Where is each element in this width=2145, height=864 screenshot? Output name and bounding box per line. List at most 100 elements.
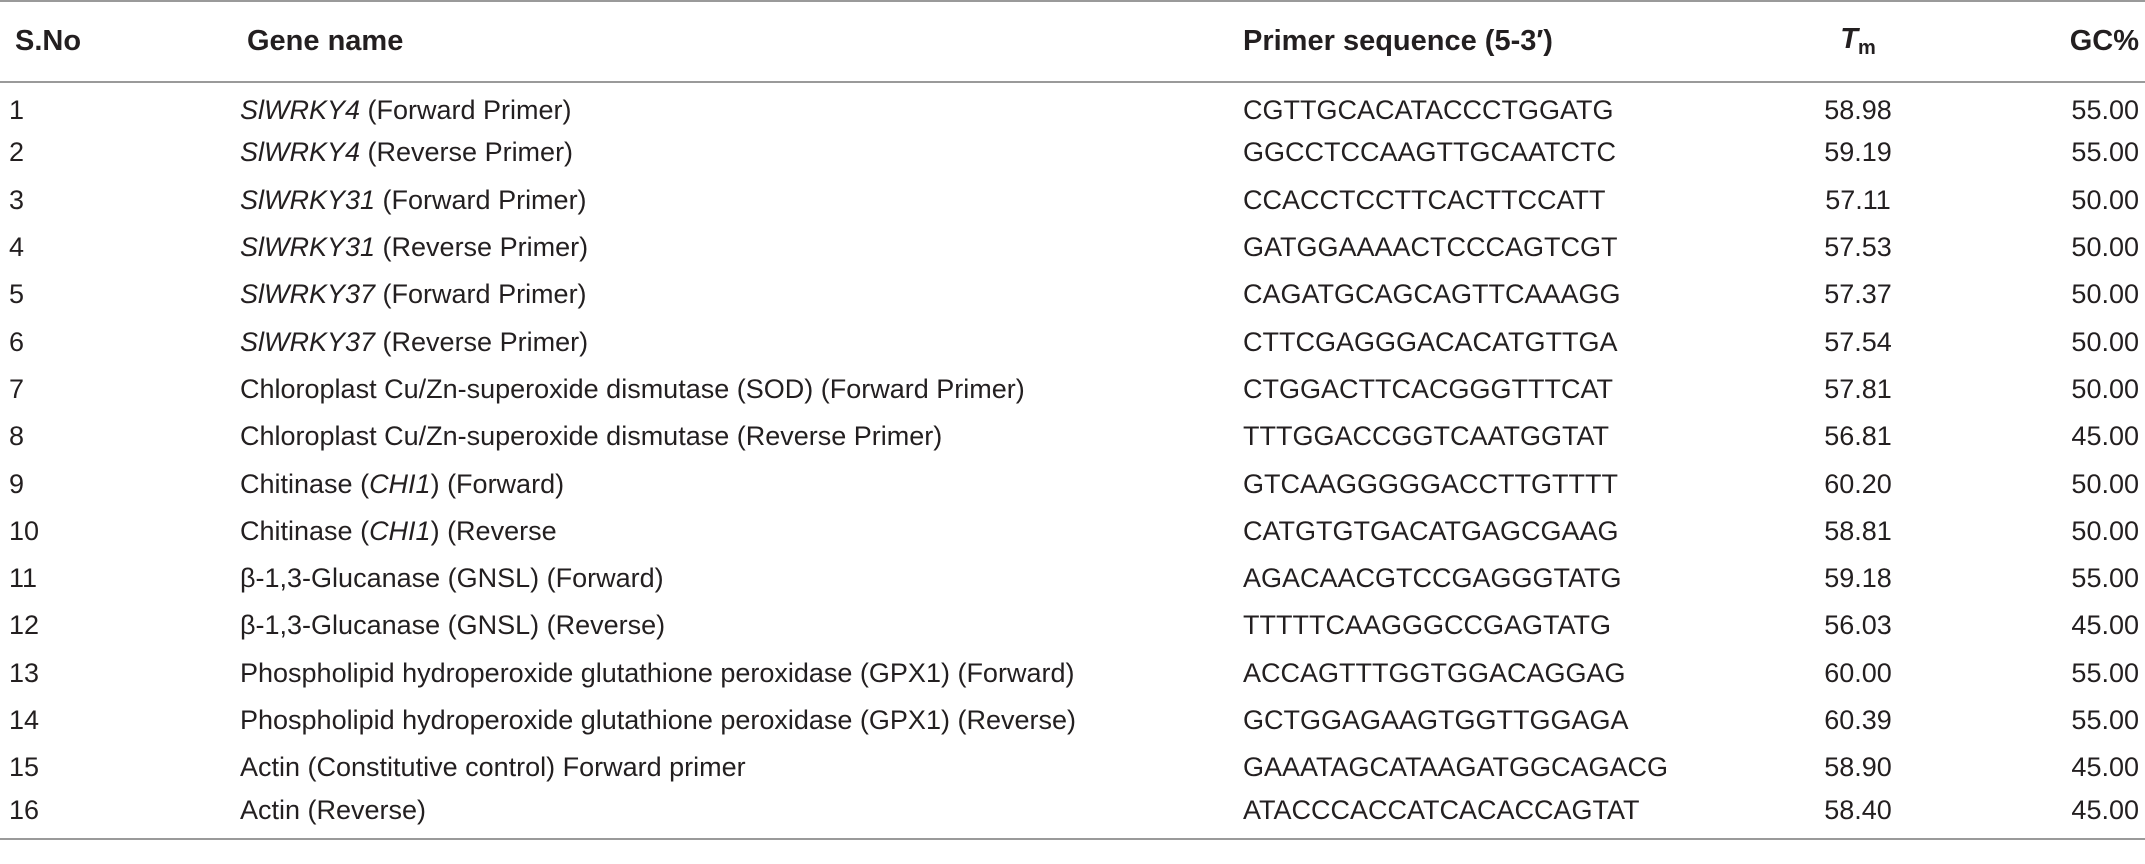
- cell-primer-sequence: GATGGAAAACTCCCAGTCGT: [1243, 232, 1618, 263]
- cell-gene-name: Chloroplast Cu/Zn-superoxide dismutase (…: [240, 413, 1243, 460]
- cell-primer-sequence: GGCCTCCAAGTTGCAATCTC: [1243, 137, 1616, 168]
- cell-gene-name: Chitinase (CHI1) (Forward): [240, 460, 1243, 507]
- gene-name-prefix: Actin (Reverse): [240, 795, 427, 826]
- cell-sno: 8: [9, 421, 25, 452]
- cell-sno: 9: [9, 468, 25, 499]
- cell-gene-name: β-1,3-Glucanase (GNSL) (Reverse): [240, 602, 1243, 649]
- cell-tm: 58.90: [1824, 752, 1892, 783]
- cell-gene-name: SlWRKY37 (Reverse Primer): [240, 318, 1243, 365]
- cell-sno: 2: [9, 137, 25, 168]
- cell-gene-name: SlWRKY37 (Forward Primer): [240, 271, 1243, 318]
- cell-gc: 45.00: [2071, 610, 2139, 641]
- cell-sno: 3: [9, 184, 25, 215]
- cell-sno: 10: [9, 515, 40, 546]
- cell-gene-name: Phospholipid hydroperoxide glutathione p…: [240, 650, 1243, 697]
- cell-gene-name: SlWRKY31 (Reverse Primer): [240, 224, 1243, 271]
- cell-tm: 57.53: [1824, 232, 1892, 263]
- header-sno: S.No: [0, 0, 240, 83]
- cell-gene-name: Actin (Reverse): [240, 791, 1243, 838]
- cell-sno: 11: [9, 563, 38, 594]
- cell-gc: 55.00: [2071, 94, 2139, 125]
- cell-sno: 6: [9, 326, 25, 357]
- cell-primer-sequence: GAAATAGCATAAGATGGCAGACG: [1243, 752, 1669, 783]
- header-gc: GC%: [1968, 0, 2145, 83]
- primer-table: S.No Gene name Primer sequence (5-3′) Tm…: [0, 0, 2145, 839]
- cell-gc: 55.00: [2071, 563, 2139, 594]
- cell-tm: 60.20: [1824, 468, 1892, 499]
- gene-name-suffix: (Reverse Primer): [360, 137, 574, 168]
- cell-tm: 58.40: [1824, 795, 1892, 826]
- cell-gene-name: SlWRKY4 (Forward Primer): [240, 82, 1243, 129]
- gene-name-prefix: Phospholipid hydroperoxide glutathione p…: [240, 657, 1075, 688]
- cell-tm: 57.11: [1825, 184, 1891, 215]
- cell-primer-sequence: GTCAAGGGGGACCTTGTTTT: [1243, 468, 1618, 499]
- cell-gc: 50.00: [2071, 373, 2139, 404]
- cell-gc: 50.00: [2071, 326, 2139, 357]
- cell-gene-name: Actin (Constitutive control) Forward pri…: [240, 744, 1243, 791]
- table-header: S.No Gene name Primer sequence (5-3′) Tm…: [0, 0, 2145, 83]
- gene-name-prefix: Actin (Constitutive control) Forward pri…: [240, 752, 746, 783]
- cell-primer-sequence: CTGGACTTCACGGGTTTCAT: [1243, 373, 1613, 404]
- cell-primer-sequence: CATGTGTGACATGAGCGAAG: [1243, 515, 1619, 546]
- cell-primer-sequence: TTTGGACCGGTCAATGGTAT: [1243, 421, 1609, 452]
- gene-name-suffix: (Reverse Primer): [375, 326, 589, 357]
- gene-name-suffix: ) (Forward): [430, 468, 565, 499]
- gene-name-italic: SlWRKY4: [240, 94, 361, 125]
- gene-name-suffix: (Forward Primer): [360, 94, 572, 125]
- header-primer-sequence: Primer sequence (5-3′): [1243, 0, 1748, 83]
- gene-name-italic: SlWRKY37: [240, 326, 376, 357]
- cell-gene-name: β-1,3-Glucanase (GNSL) (Forward): [240, 555, 1243, 602]
- gene-name-prefix: Chloroplast Cu/Zn-superoxide dismutase (…: [240, 421, 943, 452]
- cell-sno: 16: [9, 795, 40, 826]
- table-row: 15 Actin (Constitutive control) Forward p…: [0, 744, 2145, 791]
- cell-tm: 59.19: [1824, 137, 1892, 168]
- gene-name-italic: CHI1: [369, 515, 431, 546]
- gene-name-prefix: β-1,3-Glucanase (GNSL) (Reverse): [240, 610, 666, 641]
- gene-name-italic: SlWRKY31: [240, 184, 376, 215]
- gene-name-suffix: (Forward Primer): [375, 184, 587, 215]
- cell-primer-sequence: AGACAACGTCCGAGGGTATG: [1243, 563, 1622, 594]
- cell-gene-name: Chloroplast Cu/Zn-superoxide dismutase (…: [240, 366, 1243, 413]
- header-tm-main: T: [1840, 23, 1858, 55]
- table-row: 8 Chloroplast Cu/Zn-superoxide dismutase …: [0, 413, 2145, 460]
- cell-sno: 15: [9, 752, 40, 783]
- cell-gc: 55.00: [2071, 657, 2139, 688]
- cell-primer-sequence: CTTCGAGGGACACATGTTGA: [1243, 326, 1618, 357]
- cell-tm: 60.00: [1824, 657, 1892, 688]
- table-row: 4 SlWRKY31 (Reverse Primer)GATGGAAAACTCCC…: [0, 224, 2145, 271]
- gene-name-prefix: Chloroplast Cu/Zn-superoxide dismutase (…: [240, 373, 1025, 404]
- gene-name-suffix: (Forward Primer): [375, 279, 587, 310]
- cell-gc: 50.00: [2071, 279, 2139, 310]
- cell-gc: 45.00: [2071, 752, 2139, 783]
- cell-gene-name: SlWRKY31 (Forward Primer): [240, 177, 1243, 224]
- cell-primer-sequence: ATACCCACCATCACACCAGTAT: [1243, 795, 1640, 826]
- gene-name-italic: SlWRKY4: [240, 137, 361, 168]
- gene-name-italic: CHI1: [369, 468, 431, 499]
- cell-primer-sequence: TTTTTCAAGGGCCGAGTATG: [1243, 610, 1611, 641]
- gene-name-suffix: ) (Reverse: [430, 515, 557, 546]
- gene-name-prefix: Chitinase (: [240, 468, 370, 499]
- cell-tm: 56.03: [1824, 610, 1892, 641]
- cell-gene-name: Chitinase (CHI1) (Reverse: [240, 508, 1243, 555]
- table-row: 16 Actin (Reverse) ATACCCACCATCACACCAGTAT 5…: [0, 791, 2145, 838]
- gene-name-italic: SlWRKY37: [240, 279, 376, 310]
- cell-sno: 4: [9, 232, 25, 263]
- cell-gc: 55.00: [2071, 705, 2139, 735]
- table-row: 11 β-1,3-Glucanase (GNSL) (Forward)AGACAA…: [0, 555, 2145, 602]
- cell-primer-sequence: CCACCTCCTTCACTTCCATT: [1243, 184, 1606, 215]
- cell-sno: 5: [9, 279, 25, 310]
- cell-sno: 1: [9, 94, 25, 125]
- header-tm: Tm: [1748, 0, 1968, 83]
- gene-name-suffix: (Reverse Primer): [375, 232, 589, 263]
- cell-tm: 58.98: [1824, 94, 1892, 125]
- cell-tm: 57.54: [1824, 326, 1892, 357]
- cell-gc: 55.00: [2071, 137, 2139, 168]
